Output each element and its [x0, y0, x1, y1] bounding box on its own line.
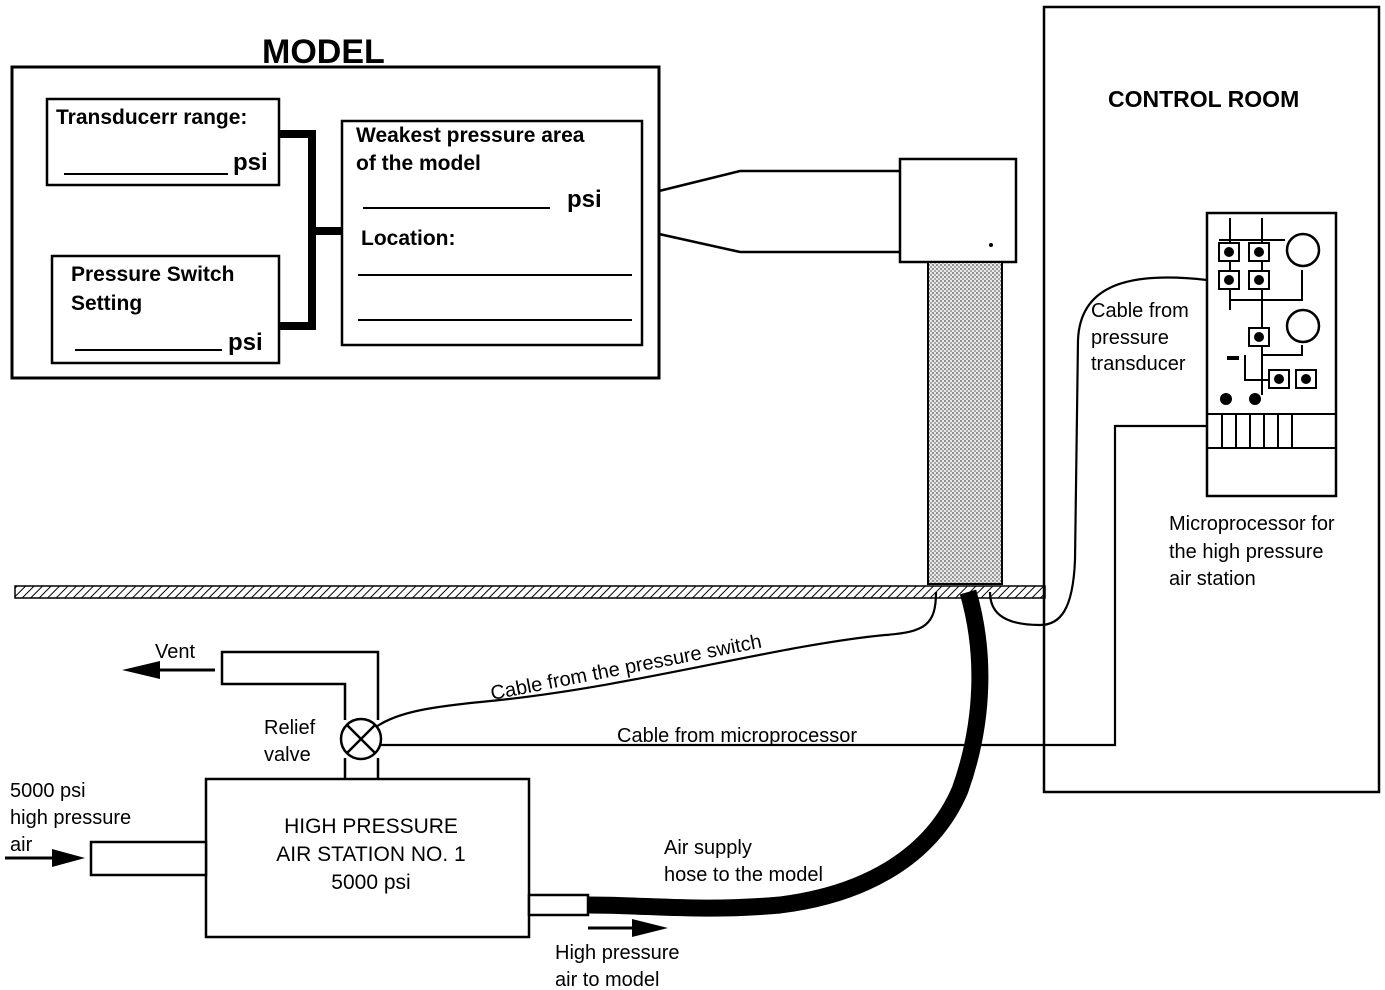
- air-supply-hose: [587, 589, 989, 917]
- location-label: Location:: [361, 227, 456, 250]
- weakest-area-box: [340, 119, 644, 347]
- inlet-label-3: air: [10, 834, 33, 856]
- model-pipe: [658, 169, 900, 254]
- air-station-title-2: AIR STATION NO. 1: [276, 843, 465, 866]
- transducer-range-box: [45, 97, 281, 187]
- pressure-switch-label-2: Setting: [71, 292, 142, 315]
- relief-valve-label-2: valve: [264, 744, 311, 766]
- pressure-switch-label-1: Pressure Switch: [71, 263, 234, 286]
- hose-label-1: Air supply: [664, 837, 752, 859]
- microprocessor-cable: [378, 424, 1207, 747]
- box-connector: [279, 130, 342, 330]
- microprocessor-label-1: Microprocessor for: [1169, 513, 1335, 535]
- vent-pipe: [220, 650, 380, 779]
- pressure-switch-cable: [375, 591, 938, 728]
- cable-from-transducer-label-2: pressure: [1091, 327, 1169, 349]
- pressure-switch-unit: psi: [228, 329, 263, 356]
- weakest-area-label-1: Weakest pressure area: [356, 124, 585, 147]
- vent-label: Vent: [155, 641, 195, 663]
- transducer-range-unit: psi: [233, 149, 268, 176]
- outlet-arrow-head: [632, 919, 668, 937]
- weakest-area-unit: psi: [567, 186, 602, 213]
- microprocessor-label-3: air station: [1169, 568, 1256, 590]
- inlet-label-1: 5000 psi: [10, 780, 86, 802]
- relief-valve-icon: [339, 717, 383, 761]
- model-title: MODEL: [262, 33, 385, 71]
- outlet-pipe: [527, 893, 590, 917]
- pressure-switch-cable-label: Cable from the pressure switch: [489, 631, 764, 705]
- cable-shaft: [927, 261, 1003, 585]
- control-room-title: CONTROL ROOM: [1108, 86, 1299, 112]
- transducer-cable: [988, 276, 1208, 627]
- inlet-pipe: [89, 840, 208, 877]
- vent-arrow-head: [122, 661, 160, 679]
- air-station-title-1: HIGH PRESSURE: [284, 815, 458, 838]
- weakest-area-label-2: of the model: [356, 152, 481, 175]
- outlet-label-2: air to model: [555, 969, 660, 990]
- cable-from-transducer-label-3: transducer: [1091, 353, 1186, 375]
- pressure-head-box: [898, 157, 1018, 264]
- inlet-label-2: high pressure: [10, 807, 131, 829]
- model-box: [10, 65, 661, 380]
- floor-line: [14, 585, 1046, 599]
- inlet-arrow-head: [52, 849, 85, 867]
- pressure-switch-box: [50, 254, 281, 365]
- air-station-title-3: 5000 psi: [331, 871, 410, 894]
- relief-valve-label-1: Relief: [264, 717, 316, 739]
- transducer-range-label: Transducerr range:: [56, 106, 247, 129]
- control-room-box: [1042, 5, 1381, 794]
- microprocessor-panel: [1205, 211, 1338, 498]
- microprocessor-cable-label: Cable from microprocessor: [617, 725, 857, 747]
- outlet-label-1: High pressure: [555, 942, 680, 964]
- microprocessor-label-2: the high pressure: [1169, 541, 1324, 563]
- hose-label-2: hose to the model: [664, 864, 823, 886]
- pressure-head-dot: [989, 243, 993, 247]
- cable-from-transducer-label-1: Cable from: [1091, 300, 1189, 322]
